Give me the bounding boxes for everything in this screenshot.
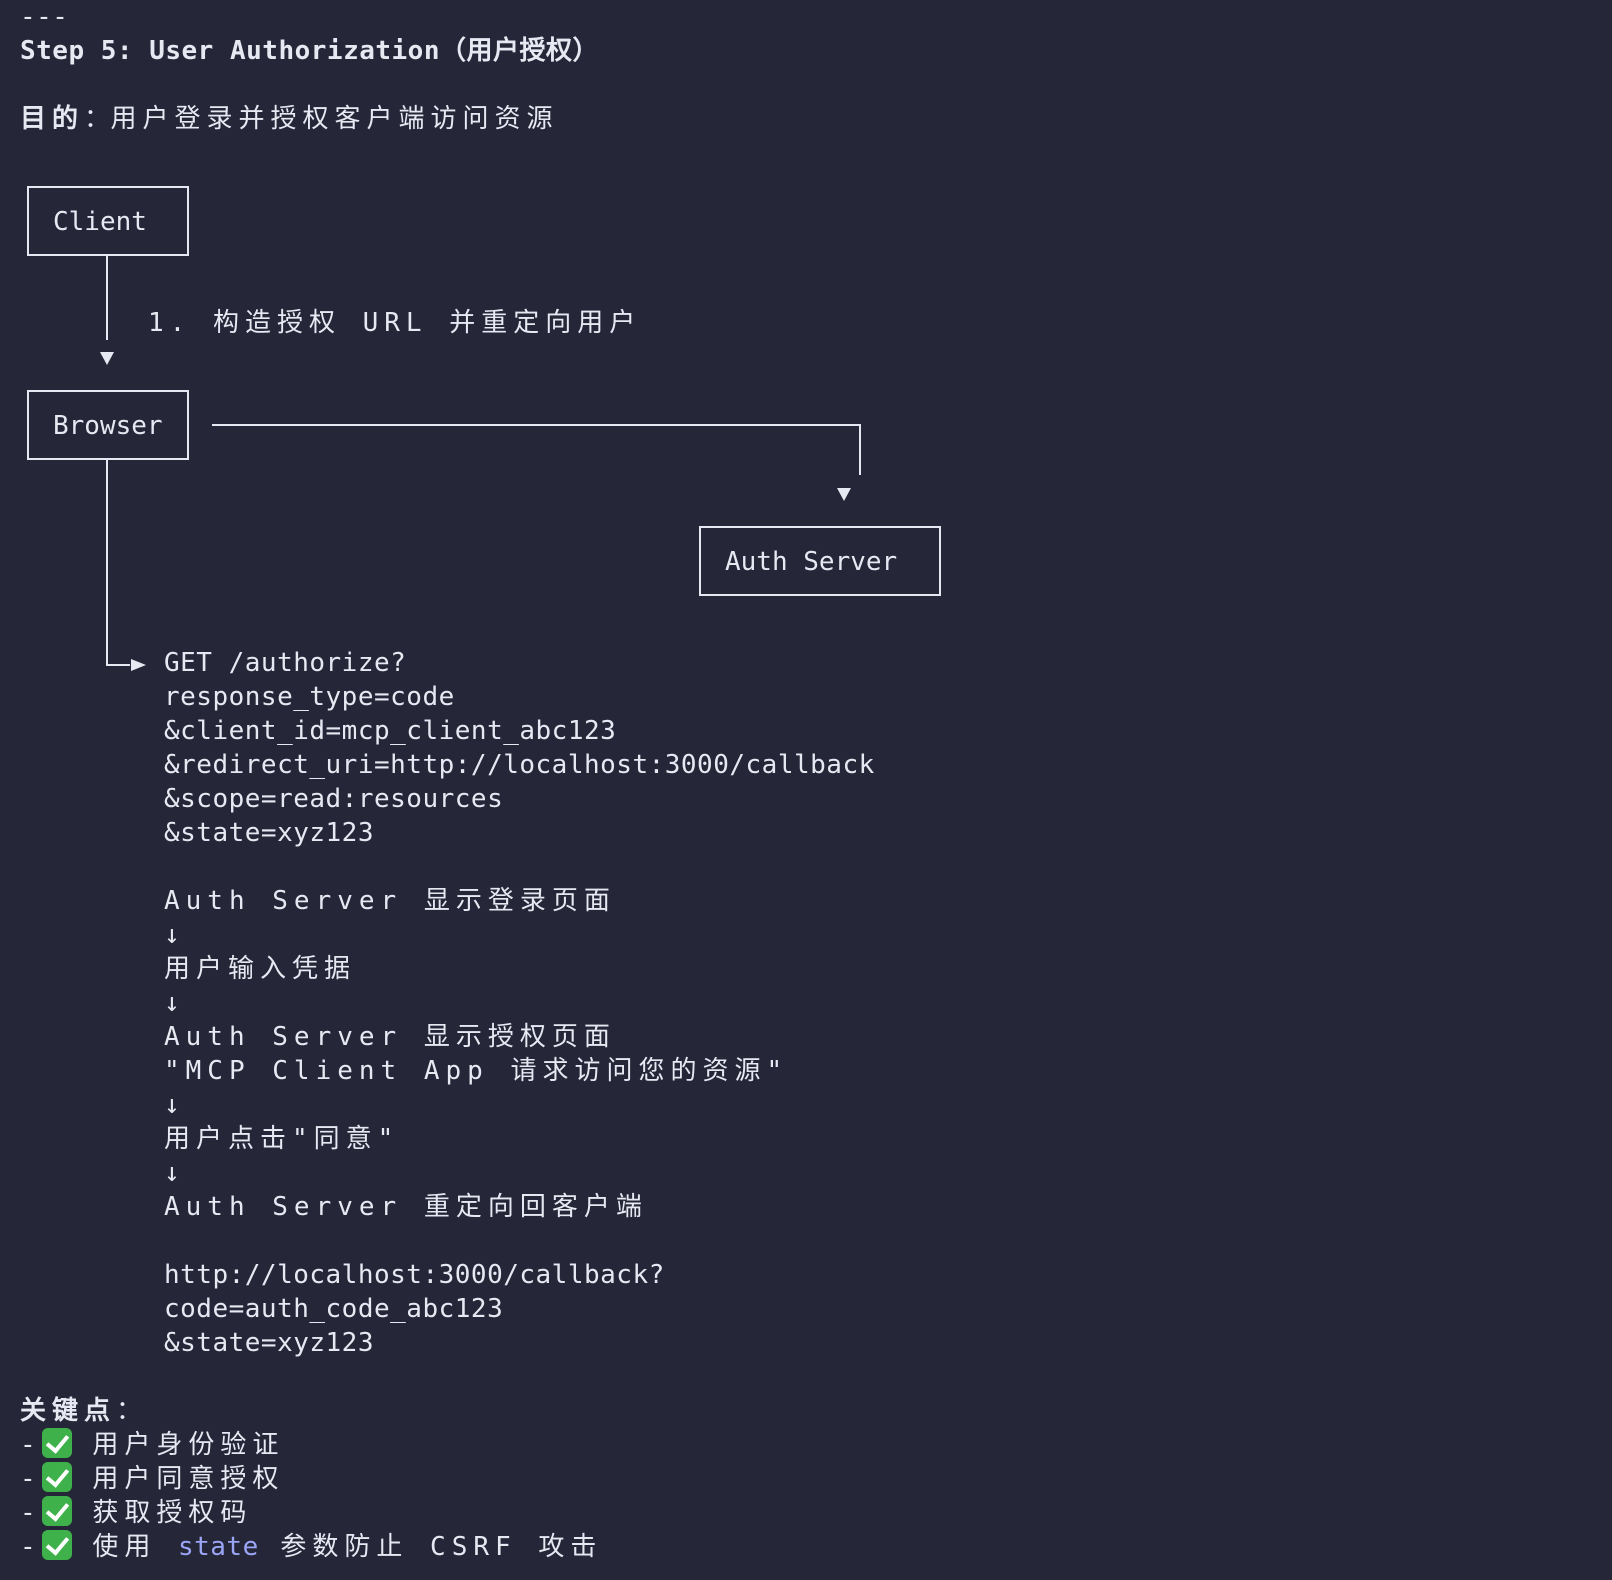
client-label: Client (53, 207, 147, 237)
purpose-label: 目的 (20, 104, 85, 134)
check-mark-icon (42, 1428, 73, 1458)
browser-node: Browser (27, 390, 189, 460)
key-point-item: - 获取授权码 (20, 1496, 253, 1528)
auth-server-node: Auth Server (699, 526, 941, 596)
flow-arrow: ↓ (164, 920, 181, 950)
request-line: GET /authorize? (164, 648, 407, 678)
arrow-down-icon (837, 488, 851, 501)
key-points-label: 关键点 (20, 1396, 117, 1426)
step1-label: 1. 构造授权 URL 并重定向用户 (148, 308, 642, 338)
flow-arrow: ↓ (164, 988, 181, 1018)
flow-arrow: ↓ (164, 1090, 181, 1120)
key-point-item: - 用户身份验证 (20, 1428, 285, 1460)
callback-line: code=auth_code_abc123 (164, 1294, 504, 1324)
key-points-colon: ： (116, 1396, 143, 1426)
browser-label: Browser (53, 411, 163, 441)
check-mark-icon (42, 1462, 73, 1492)
purpose-line: 目的：用户登录并授权客户端访问资源 (20, 102, 559, 136)
page-title: Step 5: User Authorization（用户授权） (20, 36, 599, 66)
callback-line: http://localhost:3000/callback? (164, 1260, 665, 1290)
flow-step: "MCP Client App 请求访问您的资源" (164, 1056, 789, 1086)
flow-step: 用户输入凭据 (164, 954, 357, 984)
callback-line: &state=xyz123 (164, 1328, 374, 1358)
arrow-down-icon (100, 352, 114, 365)
request-line: response_type=code (164, 682, 455, 712)
key-point-item: - 用户同意授权 (20, 1462, 285, 1494)
key-points-heading: 关键点： (20, 1394, 143, 1428)
request-line: &state=xyz123 (164, 818, 374, 848)
key-point-item: - 使用 state 参数防止 CSRF 攻击 (20, 1530, 603, 1562)
flow-step: Auth Server 显示授权页面 (164, 1022, 616, 1052)
flow-step: Auth Server 重定向回客户端 (164, 1192, 648, 1222)
request-line: &scope=read:resources (164, 784, 504, 814)
arrow-right-icon (131, 659, 146, 671)
browser-to-auth-server-line (212, 424, 861, 475)
check-mark-icon (42, 1530, 73, 1560)
inline-code-state: state (177, 1532, 259, 1562)
flow-arrow: ↓ (164, 1158, 181, 1188)
request-line: &client_id=mcp_client_abc123 (164, 716, 617, 746)
auth-server-label: Auth Server (725, 547, 898, 577)
browser-to-request-line (106, 460, 130, 666)
purpose-text: 用户登录并授权客户端访问资源 (110, 104, 559, 134)
request-line: &redirect_uri=http://localhost:3000/call… (164, 750, 875, 780)
flow-step: 用户点击"同意" (164, 1124, 400, 1154)
client-node: Client (27, 186, 189, 256)
separator: --- (20, 2, 69, 32)
purpose-colon: ： (84, 104, 111, 134)
flow-step: Auth Server 显示登录页面 (164, 886, 616, 916)
check-mark-icon (42, 1496, 73, 1526)
